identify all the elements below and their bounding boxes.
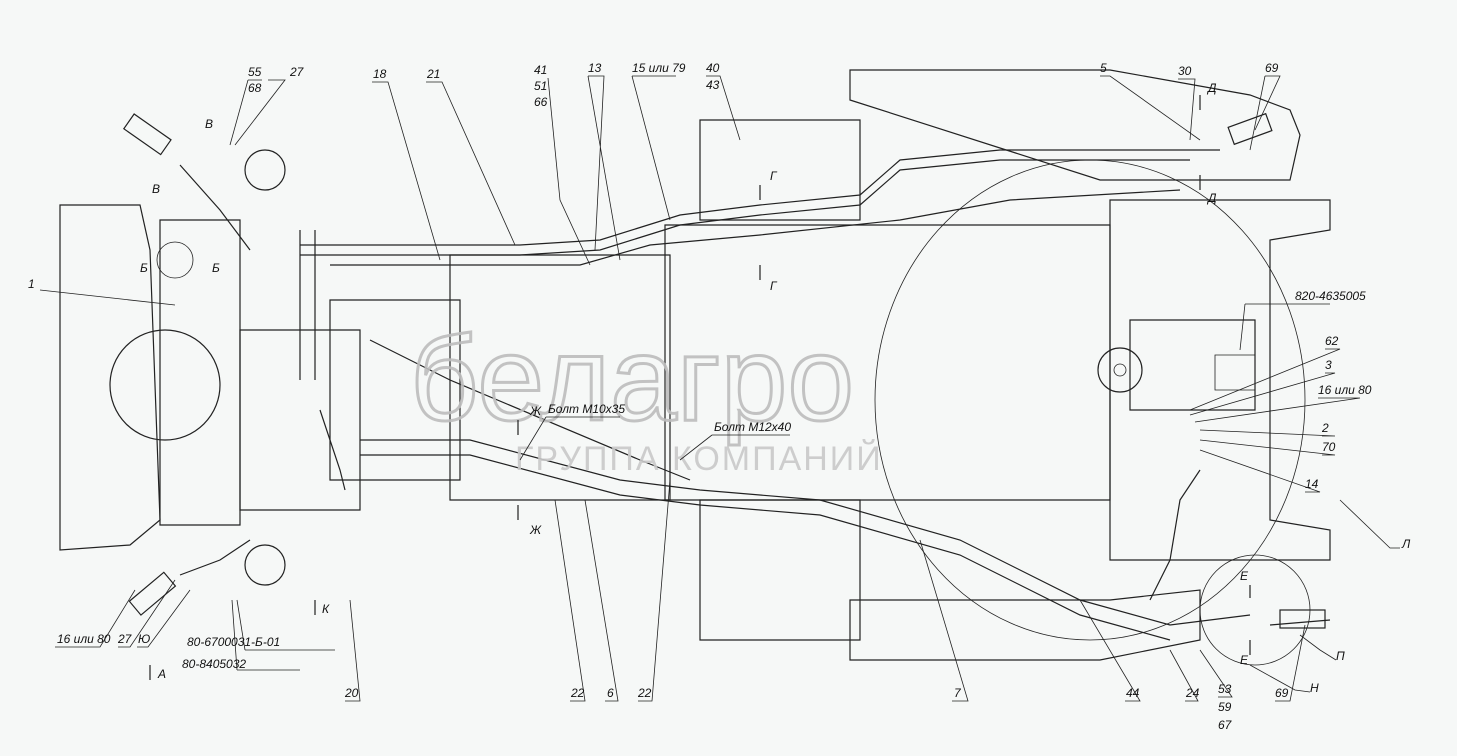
callout: 15 или 79	[632, 61, 686, 75]
callout: 13	[588, 61, 602, 75]
section-v: В	[205, 117, 213, 131]
callout: 70	[1322, 440, 1336, 454]
section-k: К	[322, 602, 330, 616]
callout: 22	[570, 686, 585, 700]
callout: 3	[1325, 358, 1332, 372]
watermark: белагро ГРУППА КОМПАНИЙ	[409, 311, 881, 479]
callout: 62	[1325, 334, 1339, 348]
callout: 22	[637, 686, 652, 700]
callout: 21	[426, 67, 440, 81]
coupling-top-right	[1227, 112, 1273, 146]
callout: П	[1336, 649, 1345, 663]
section-zh: Ж	[529, 523, 542, 537]
callout-labels: 55 68 27 18 21 41 51 66 13 15 или 79 40 …	[28, 61, 1411, 732]
section-a: A	[157, 667, 166, 681]
callout: 41	[534, 63, 547, 77]
hydraulic-hoses	[179, 149, 1331, 641]
callout: 59	[1218, 700, 1232, 714]
callout: 69	[1265, 61, 1279, 75]
section-v: В	[152, 182, 160, 196]
callout: 40	[706, 61, 720, 75]
callout: 55	[248, 65, 262, 79]
leader-lines	[39, 75, 1400, 702]
bolt-note-m12: Болт М12х40	[714, 420, 791, 434]
callout: 67	[1218, 718, 1233, 732]
section-b: Б	[212, 261, 220, 275]
bolt-notes: Болт М10х35 Болт М12х40	[519, 402, 791, 461]
callout: 43	[706, 78, 720, 92]
section-zh: Ж	[529, 404, 542, 418]
callout: 5	[1100, 61, 1107, 75]
watermark-brand: белагро	[410, 312, 854, 446]
section-g: Г	[770, 169, 778, 183]
callout: Ю	[138, 632, 150, 646]
callout: 27	[117, 632, 133, 646]
callout: 44	[1126, 686, 1140, 700]
section-marks: A Б Б В В Г Г Д Д Е Е Ж Ж К	[140, 81, 1251, 681]
callout: 80-6700031-Б-01	[187, 635, 280, 649]
callout: 14	[1305, 477, 1319, 491]
callout: 80-8405032	[182, 657, 246, 671]
callout: Л	[1401, 537, 1411, 551]
callout: 16 или 80	[1318, 383, 1372, 397]
section-d: Д	[1206, 191, 1217, 205]
coupling-bottom-left	[128, 571, 177, 616]
callout: Н	[1310, 681, 1319, 695]
callout: 69	[1275, 686, 1289, 700]
callout: 2	[1321, 421, 1329, 435]
callout: 27	[289, 65, 305, 79]
callout: 68	[248, 81, 262, 95]
bolt-note-m10: Болт М10х35	[548, 402, 625, 416]
coupling-bottom-right	[1279, 609, 1326, 629]
section-e: Е	[1240, 653, 1249, 667]
callout: 24	[1185, 686, 1200, 700]
section-b: Б	[140, 261, 148, 275]
callout: 1	[28, 277, 35, 291]
coupling-top-left	[122, 113, 172, 156]
callout: 51	[534, 79, 547, 93]
callout: 20	[344, 686, 359, 700]
callout: 18	[373, 67, 387, 81]
section-e: Е	[1240, 569, 1249, 583]
quick-couplings	[122, 112, 1326, 629]
callout: 820-4635005	[1295, 289, 1366, 303]
callout: 53	[1218, 682, 1232, 696]
callout: 66	[534, 95, 548, 109]
callout: 30	[1178, 64, 1192, 78]
section-g: Г	[770, 279, 778, 293]
callout: 16 или 80	[57, 632, 111, 646]
callout: 7	[954, 686, 962, 700]
callout: 6	[607, 686, 614, 700]
section-d: Д	[1206, 81, 1217, 95]
